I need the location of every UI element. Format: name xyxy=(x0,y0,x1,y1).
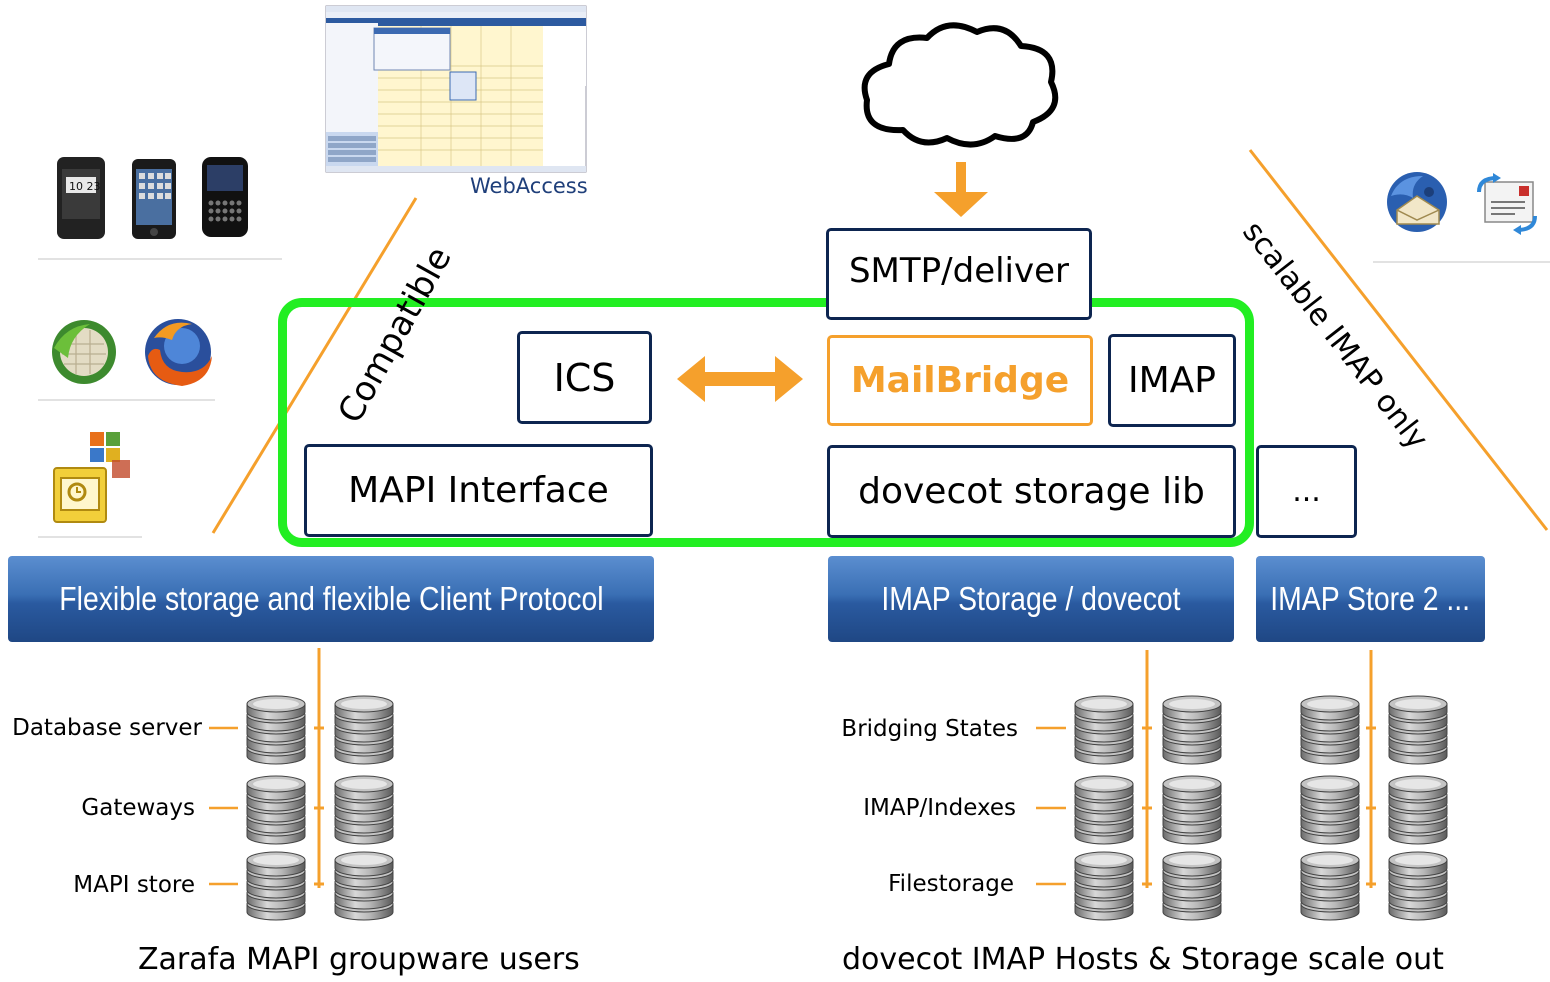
mapi-store-label: MAPI store xyxy=(73,872,195,898)
imap-box: IMAP xyxy=(1108,334,1236,427)
zarafa-caption: Zarafa MAPI groupware users xyxy=(138,942,580,977)
mapi-interface-label: MAPI Interface xyxy=(348,470,609,511)
store2-db-1b xyxy=(1388,695,1448,765)
zarafa-db-2a xyxy=(246,775,306,845)
mobile-phones-icon: 10 23 xyxy=(57,157,248,239)
imap-storage-dovecot-label: IMAP Storage / dovecot xyxy=(881,580,1181,617)
flexible-storage-label: Flexible storage and flexible Client Pro… xyxy=(58,580,604,617)
double-arrow-icon xyxy=(677,356,803,402)
imap-label: IMAP xyxy=(1127,360,1216,401)
green-highlight-frame xyxy=(278,298,1254,547)
imap-store-2-label: IMAP Store 2 ... xyxy=(1270,580,1471,617)
cloud-icon xyxy=(861,22,1059,148)
dovecot-storage-lib-label: dovecot storage lib xyxy=(858,471,1205,512)
dovecot-db-1b xyxy=(1162,695,1222,765)
svg-text:10 23: 10 23 xyxy=(69,180,101,193)
dovecot-db-3a xyxy=(1074,851,1134,921)
dovecot-caption: dovecot IMAP Hosts & Storage scale out xyxy=(842,942,1444,977)
outlook-icon xyxy=(53,432,130,523)
webaccess-caption: WebAccess xyxy=(470,174,588,198)
store2-db-2a xyxy=(1300,775,1360,845)
store2-db-3b xyxy=(1388,851,1448,921)
gateways-label: Gateways xyxy=(81,795,195,821)
smtp-deliver-box: SMTP/deliver xyxy=(826,228,1092,320)
dovecot-db-2b xyxy=(1162,775,1222,845)
zarafa-db-3a xyxy=(246,851,306,921)
ellipsis-box: ... xyxy=(1256,445,1357,538)
database-server-label: Database server xyxy=(12,715,202,741)
sunbird-icon xyxy=(52,320,116,384)
store2-db-1a xyxy=(1300,695,1360,765)
smtp-deliver-label: SMTP/deliver xyxy=(848,251,1070,291)
store2-db-2b xyxy=(1388,775,1448,845)
down-arrow-icon xyxy=(934,162,988,217)
imap-store-2-bar: IMAP Store 2 ... xyxy=(1256,556,1485,642)
thunderbird-icon xyxy=(1387,172,1447,232)
mailbridge-label: MailBridge xyxy=(850,360,1070,401)
mapi-interface-box: MAPI Interface xyxy=(304,444,653,537)
flexible-storage-bar: Flexible storage and flexible Client Pro… xyxy=(8,556,654,642)
mailbridge-box: MailBridge xyxy=(827,335,1093,426)
ics-box: ICS xyxy=(517,331,652,424)
firefox-icon xyxy=(145,319,212,386)
zarafa-db-1b xyxy=(334,695,394,765)
ics-label: ICS xyxy=(553,355,616,400)
ellipsis-label: ... xyxy=(1292,474,1321,509)
zarafa-db-2b xyxy=(334,775,394,845)
dovecot-db-2a xyxy=(1074,775,1134,845)
zarafa-db-1a xyxy=(246,695,306,765)
dovecot-db-3b xyxy=(1162,851,1222,921)
dovecot-storage-lib-box: dovecot storage lib xyxy=(827,445,1236,538)
imap-storage-dovecot-bar: IMAP Storage / dovecot xyxy=(828,556,1234,642)
store2-db-3a xyxy=(1300,851,1360,921)
dovecot-db-1a xyxy=(1074,695,1134,765)
webaccess-screenshot xyxy=(325,5,587,173)
bridging-states-label: Bridging States xyxy=(841,716,1018,742)
imap-indexes-label: IMAP/Indexes xyxy=(863,795,1016,821)
filestorage-label: Filestorage xyxy=(888,871,1014,897)
mail-sync-icon xyxy=(1477,173,1537,235)
zarafa-db-3b xyxy=(334,851,394,921)
